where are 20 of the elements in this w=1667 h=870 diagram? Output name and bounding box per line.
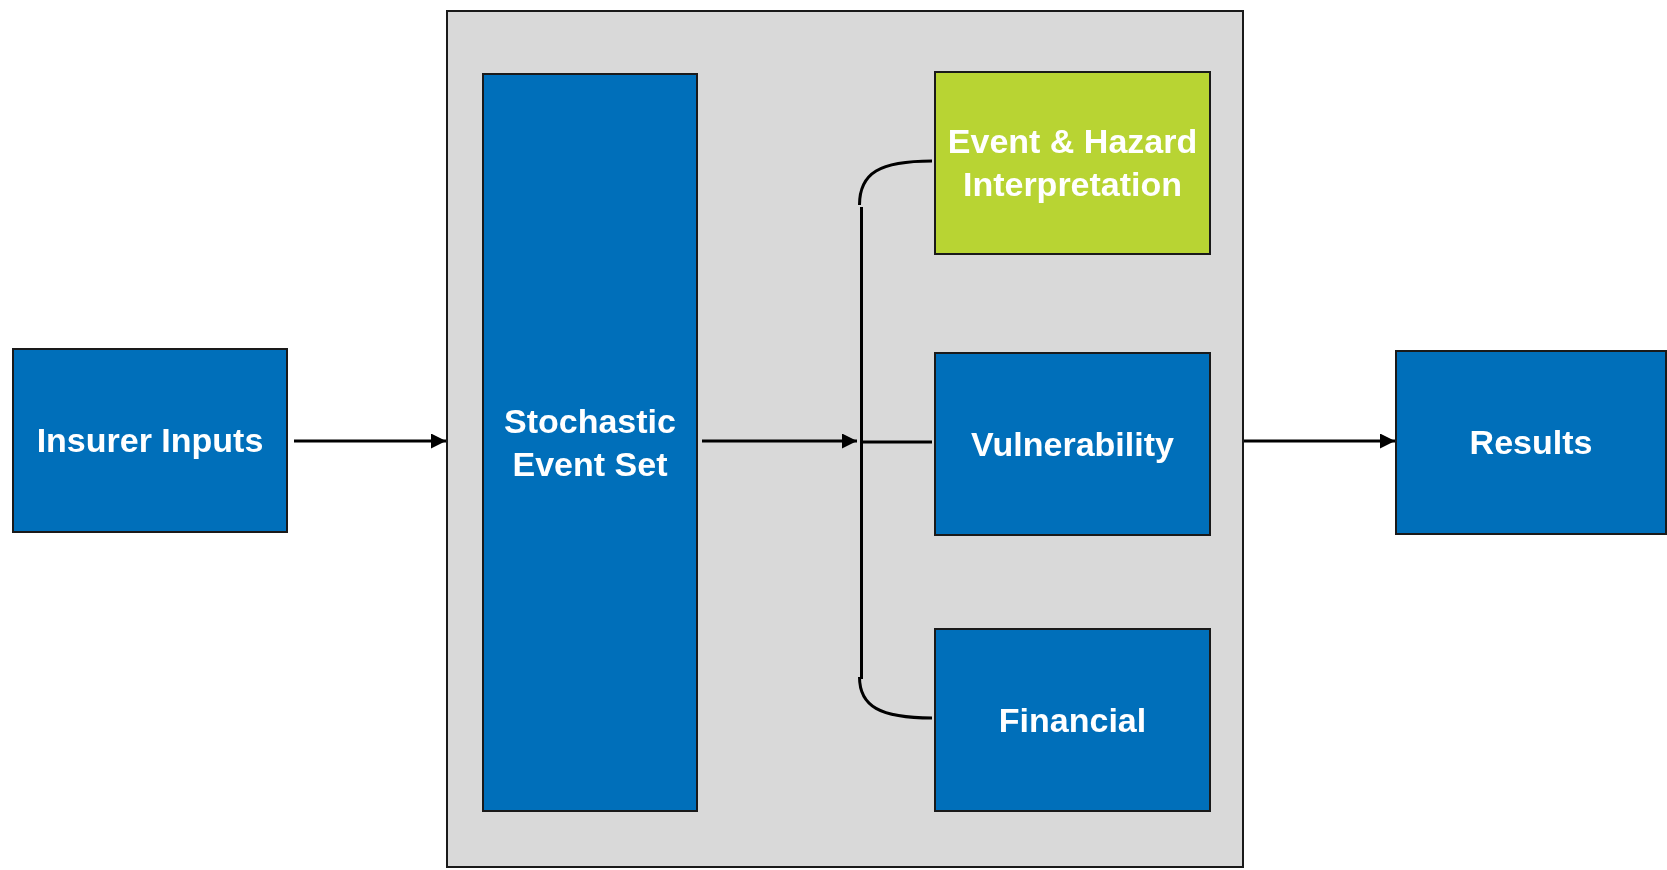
- box-label: Event & Hazard Interpretation: [946, 121, 1199, 205]
- arrow: [702, 433, 857, 449]
- box-label: Results: [1469, 422, 1593, 463]
- connector-line: [858, 159, 933, 206]
- box-label: Financial: [998, 699, 1147, 741]
- bracket-line: [859, 207, 864, 679]
- box-label: Vulnerability: [971, 423, 1174, 465]
- box-label: Stochastic Event Set: [503, 400, 677, 485]
- process-box: [934, 71, 1211, 255]
- arrow: [1244, 433, 1395, 449]
- box-label: Insurer Inputs: [36, 420, 264, 461]
- connector-line: [858, 676, 933, 720]
- process-box: [934, 628, 1211, 812]
- process-box: [1395, 350, 1667, 535]
- connector-line: [862, 440, 932, 444]
- arrow: [294, 433, 446, 449]
- process-box: [12, 348, 288, 533]
- container-panel: [446, 10, 1244, 868]
- process-box: [934, 352, 1211, 536]
- process-box: [482, 73, 698, 812]
